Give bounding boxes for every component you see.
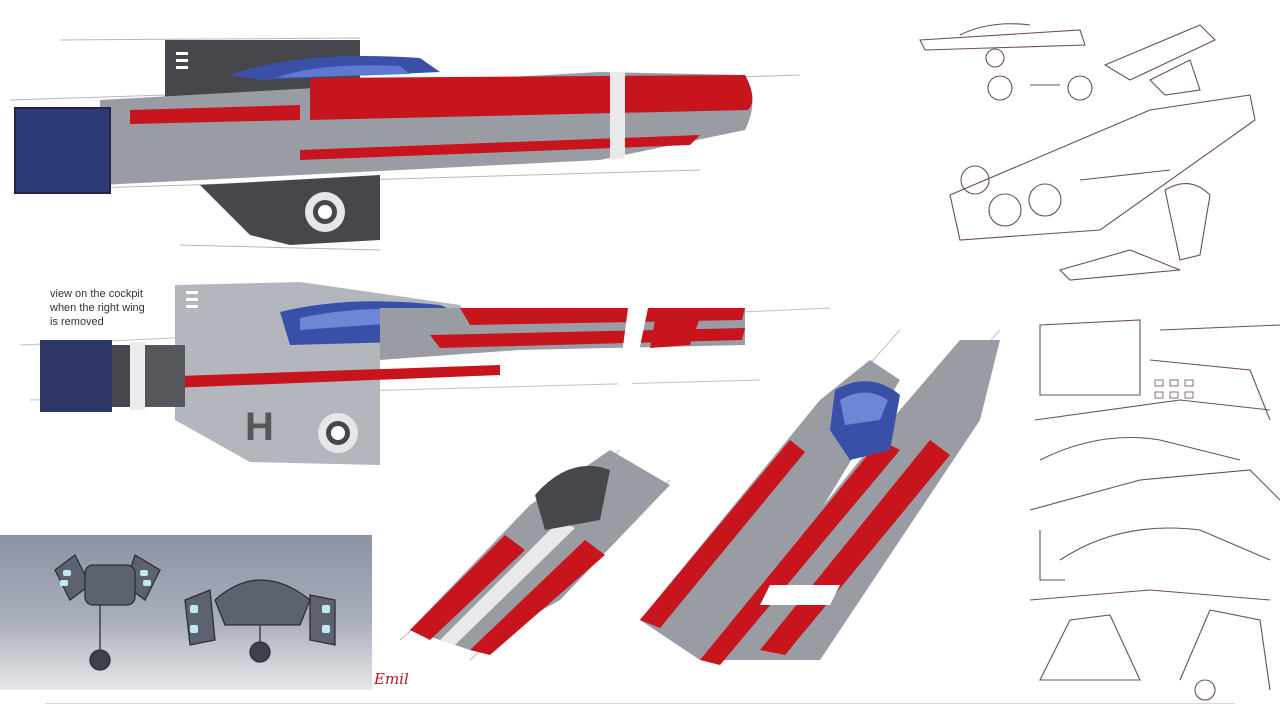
thruster-lights [60,570,330,633]
footer-divider [45,703,1235,704]
annotation-line: is removed [50,316,104,328]
engine-nozzle-rear [40,340,112,412]
hull-red-stripe [310,75,753,120]
artist-signature: Emil [374,670,409,688]
annotation-line: view on the cockpit [50,288,143,300]
engine-nozzle [15,108,110,193]
small-ship-canopy [535,465,610,530]
svg-text:H: H [245,405,274,449]
cockpit-annotation: view on the cockpit when the right wing … [50,287,190,329]
annotation-line: when the right wing [50,302,145,314]
